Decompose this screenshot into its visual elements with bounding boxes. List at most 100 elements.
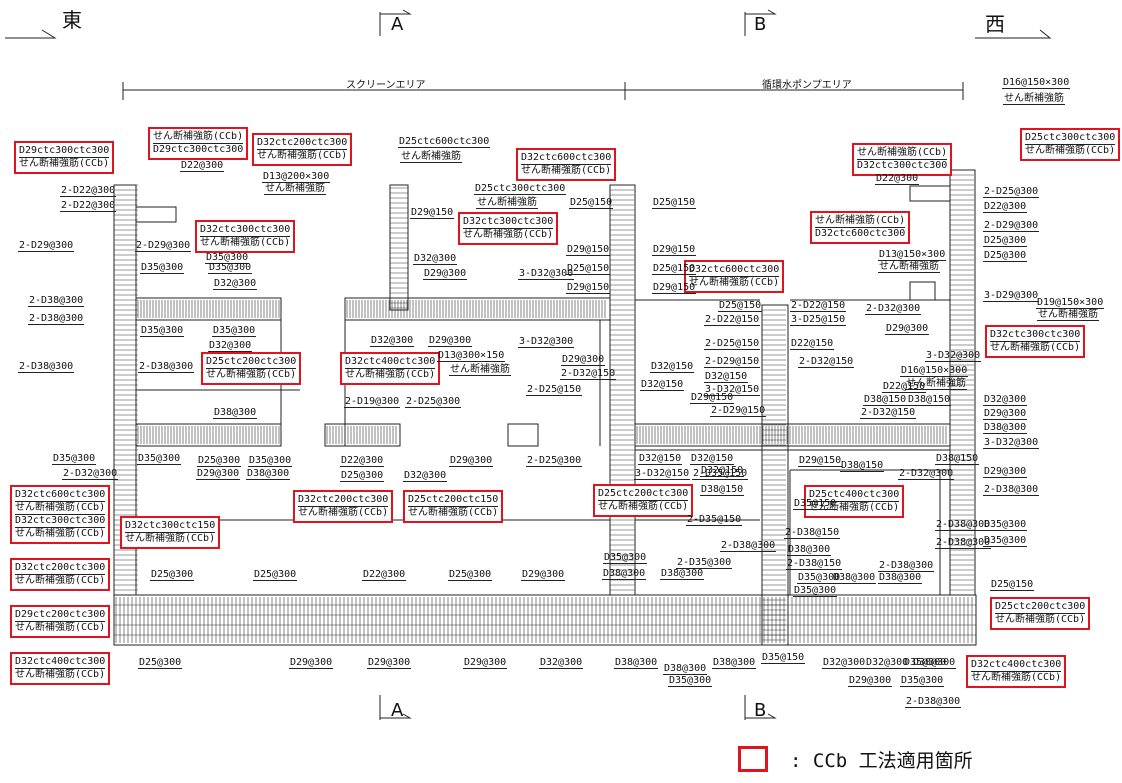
rebar-label: D35@150 — [761, 652, 806, 664]
rebar-label: D29@300 — [463, 657, 508, 669]
rebar-label: D32@300 — [413, 253, 458, 265]
ccb-box-line: D32ctc300ctc300 — [990, 329, 1081, 342]
rebar-label: 3-D32@300 — [518, 268, 575, 280]
rebar-label: D29@150 — [798, 455, 843, 467]
rebar-label: D29@150 — [652, 244, 697, 256]
rebar-label: D25@300 — [197, 455, 242, 467]
section-b-bottom-marker — [744, 695, 777, 720]
rebar-label: 2-D29@300 — [18, 240, 75, 252]
rebar-label: D29@300 — [885, 323, 930, 335]
ccb-box: せん断補強筋(CCb)D29ctc300ctc300 — [148, 127, 249, 160]
ccb-box-line: せん断補強筋(CCb) — [857, 147, 948, 160]
bottom-slab — [113, 594, 977, 646]
rebar-label: D35@300 — [212, 325, 257, 337]
ccb-box-line: せん断補強筋(CCb) — [15, 622, 106, 633]
ccb-box-line: D32ctc200ctc300 — [257, 137, 348, 150]
rebar-label: 2-D35@300 — [676, 557, 733, 569]
ccb-box-line: せん断補強筋(CCb) — [15, 502, 106, 515]
rebar-label: 2-D29@150 — [710, 405, 767, 417]
rebar-label: D38@300 — [712, 657, 757, 669]
rebar-label: D38@150 — [935, 453, 980, 465]
rebar-label: D35@300 — [903, 657, 948, 669]
rebar-label: D35@300 — [248, 455, 293, 467]
ccb-box-line: せん断補強筋(CCb) — [990, 342, 1081, 353]
rebar-label: D32@300 — [213, 278, 258, 290]
rebar-label: D19@150×300 — [1036, 297, 1105, 309]
ccb-box-line: D32ctc400ctc300 — [345, 356, 436, 369]
rebar-label: D25@300 — [983, 235, 1028, 247]
rebar-label: 2-D38@300 — [138, 361, 195, 373]
rebar-label: 2-D38@300 — [720, 540, 777, 552]
rebar-label: D35@300 — [137, 453, 182, 465]
ccb-box-line: せん断補強筋(CCb) — [971, 672, 1062, 683]
rebar-label: D25@300 — [448, 569, 493, 581]
rebar-label: 2-D38@300 — [28, 295, 85, 307]
rebar-label: D22@300 — [983, 201, 1028, 213]
ccb-box-line: D32ctc600ctc300 — [689, 264, 780, 277]
east-arrow — [5, 29, 57, 39]
ccb-box-line: D25ctc300ctc300 — [1025, 132, 1116, 145]
rebar-label: D29@150 — [690, 392, 735, 404]
rebar-label: 2-D35@150 — [692, 468, 749, 480]
rebar-label: せん断補強筋 — [476, 197, 538, 209]
rebar-label: せん断補強筋 — [878, 261, 940, 273]
rebar-label: 2-D35@150 — [686, 514, 743, 526]
ccb-box-line: せん断補強筋(CCb) — [153, 131, 244, 144]
ccb-box-line: せん断補強筋(CCb) — [125, 533, 216, 544]
section-a-top: A — [391, 14, 404, 35]
ccb-box-line: D32ctc300ctc300 — [463, 216, 554, 229]
ccb-box-line: せん断補強筋(CCb) — [995, 614, 1086, 625]
rebar-label: 2-D38@300 — [983, 484, 1040, 496]
rebar-label: 2-D38@300 — [935, 537, 992, 549]
rebar-label: D29@300 — [367, 657, 412, 669]
rebar-label: D29@300 — [423, 268, 468, 280]
rebar-label: D29@300 — [289, 657, 334, 669]
rebar-label: D29@300 — [983, 408, 1028, 420]
rebar-label: D32@300 — [403, 470, 448, 482]
ccb-box-line: せん断補強筋(CCb) — [15, 669, 106, 680]
rebar-label: 2-D38@150 — [784, 527, 841, 539]
rebar-label: 2-D25@300 — [526, 455, 583, 467]
west-arrow — [975, 29, 1052, 39]
rebar-label: D13@150×300 — [878, 249, 947, 261]
rebar-label: D16@150×300 — [900, 365, 969, 377]
legend-text: : CCb 工法適用箇所 — [790, 750, 973, 772]
rebar-label: 3-D32@300 — [518, 336, 575, 348]
corbel-west-2 — [909, 281, 936, 301]
ccb-box-line: D32ctc200ctc300 — [15, 562, 106, 575]
ccb-box-line: せん断補強筋(CCb) — [206, 369, 297, 380]
rebar-label: 3-D32@300 — [983, 437, 1040, 449]
ccb-box-line: せん断補強筋(CCb) — [1025, 145, 1116, 156]
section-a-bottom: A — [391, 700, 404, 721]
ccb-box-line: せん断補強筋(CCb) — [815, 215, 906, 228]
screen-column — [389, 184, 409, 311]
mid-beam-small — [507, 423, 539, 447]
rebar-label: D32@150 — [704, 371, 749, 383]
rebar-label: D22@150 — [790, 338, 835, 350]
rebar-label: D38@300 — [246, 468, 291, 480]
rebar-label: D25@300 — [150, 569, 195, 581]
corbel-west — [909, 185, 951, 202]
ccb-box-line: D32ctc300ctc300 — [15, 515, 106, 528]
rebar-label: 2-D32@300 — [62, 468, 119, 480]
zone-pump-label: 循環水ポンプエリア — [762, 80, 852, 91]
section-b-top: B — [754, 14, 767, 35]
ccb-box-line: せん断補強筋(CCb) — [200, 237, 291, 248]
rebar-label: 2-D22@300 — [60, 200, 117, 212]
section-a-bottom-marker — [379, 695, 412, 720]
rebar-label: D29@150 — [566, 244, 611, 256]
rebar-label: D35@300 — [52, 453, 97, 465]
section-a-top-marker — [379, 9, 412, 36]
rebar-label: 2-D38@300 — [18, 361, 75, 373]
ccb-box-line: D32ctc600ctc300 — [15, 489, 106, 502]
ccb-box-line: せん断補強筋(CCb) — [298, 507, 389, 518]
rebar-label: D13@300×150 — [437, 350, 506, 362]
rebar-label: 2-D38@300 — [878, 560, 935, 572]
rebar-label: 2-D29@300 — [983, 220, 1040, 232]
